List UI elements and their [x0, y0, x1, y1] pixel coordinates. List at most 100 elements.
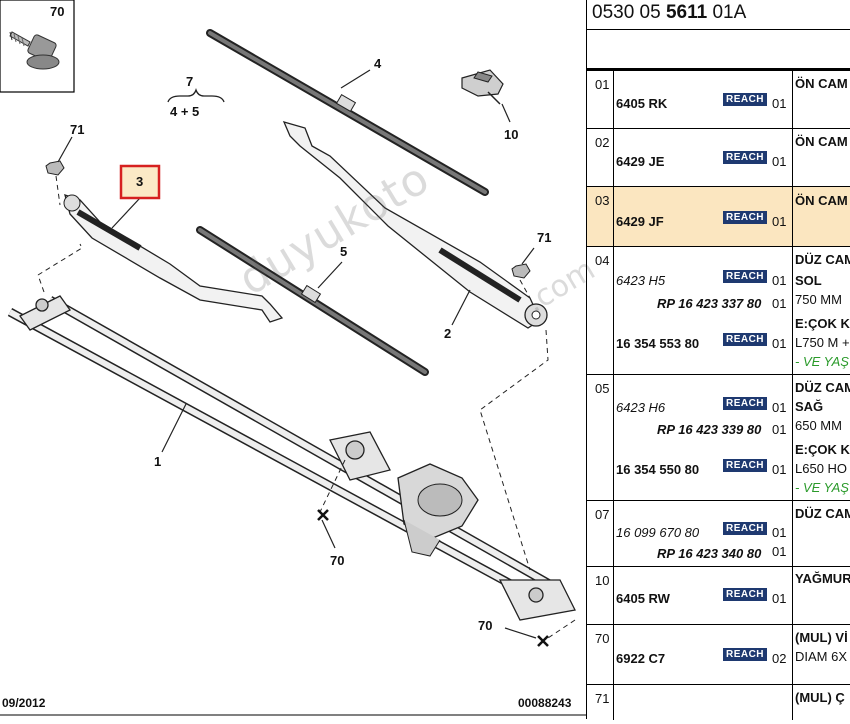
- label-71-left: 71: [70, 122, 85, 137]
- row-number: 70: [595, 631, 610, 646]
- description: DÜZ CAM: [795, 380, 850, 395]
- highlight-box: [119, 164, 161, 200]
- bolt-icon: [9, 31, 60, 70]
- quantity-b: 01: [772, 462, 787, 477]
- parts-row-05[interactable]: 05 6423 H6 REACH 01 RP 16 423 339 80 01 …: [587, 374, 850, 501]
- wiper-blade-4: [206, 29, 489, 196]
- parts-row-01[interactable]: 01 6405 RK REACH 01 ÖN CAM: [587, 70, 850, 129]
- description-length: 650 MM: [795, 418, 842, 433]
- description: (MUL) Vİ: [795, 630, 848, 645]
- quantity: 01: [772, 525, 787, 540]
- label-71-right: 71: [537, 230, 552, 245]
- wiper-linkage-1: [7, 295, 576, 621]
- reach-badge: REACH: [723, 211, 767, 224]
- reach-badge: REACH: [723, 270, 767, 283]
- marker-x-70-center: [317, 509, 329, 521]
- label-70-inset: 70: [50, 4, 65, 19]
- alt-quantity: 01: [772, 296, 787, 311]
- quantity: 01: [772, 154, 787, 169]
- label-2: 2: [444, 326, 452, 341]
- description: ÖN CAM: [795, 76, 848, 91]
- description: ÖN CAM: [795, 134, 848, 149]
- description: DÜZ CAM: [795, 506, 850, 521]
- part-reference-b: 16 354 550 80: [616, 462, 700, 477]
- reach-badge: REACH: [723, 588, 767, 601]
- reach-badge: REACH: [723, 459, 767, 472]
- description: (MUL) Ç: [795, 690, 845, 705]
- diagram-code: 00088243: [518, 696, 572, 710]
- quantity: 01: [772, 591, 787, 606]
- description-remark: - VE YAŞ: [795, 480, 849, 495]
- part-reference: 6429 JE: [616, 154, 665, 169]
- description-note: E:ÇOK K: [795, 442, 850, 457]
- part-reference: 16 099 670 80: [616, 525, 700, 540]
- description-side: SAĞ: [795, 399, 824, 414]
- parts-row-10[interactable]: 10 6405 RW REACH 01 YAĞMUR: [587, 566, 850, 625]
- alt-reference: RP 16 423 339 80: [657, 422, 762, 437]
- reach-badge: REACH: [723, 522, 767, 535]
- quantity: 01: [772, 400, 787, 415]
- parts-row-02[interactable]: 02 6429 JE REACH 01 ÖN CAM: [587, 128, 850, 187]
- marker-x-70-bottom: [537, 635, 549, 647]
- leader-dashed: [37, 175, 576, 641]
- label-7: 7: [186, 74, 194, 89]
- nut-71-right: [511, 263, 531, 279]
- quantity: 01: [772, 273, 787, 288]
- description-detail: L750 M +: [795, 335, 850, 350]
- alt-quantity: 01: [772, 422, 787, 437]
- wiper-arm-2: [282, 120, 548, 329]
- description: ÖN CAM: [795, 193, 848, 208]
- divider: [586, 29, 850, 30]
- parts-row-71[interactable]: 71 (MUL) Ç: [587, 684, 850, 720]
- reach-badge: REACH: [723, 333, 767, 346]
- quantity: 01: [772, 96, 787, 111]
- row-number: 07: [595, 507, 610, 522]
- label-70-bottom: 70: [478, 618, 493, 633]
- quantity: 01: [772, 214, 787, 229]
- part-reference-b: 16 354 553 80: [616, 336, 700, 351]
- label-5: 5: [340, 244, 348, 259]
- description-side: SOL: [795, 273, 822, 288]
- rain-sensor-10: [461, 69, 504, 105]
- row-number: 02: [595, 135, 610, 150]
- quantity-b: 01: [772, 336, 787, 351]
- reach-badge: REACH: [723, 151, 767, 164]
- divider: [586, 0, 587, 719]
- part-reference: 6405 RW: [616, 591, 670, 606]
- label-4: 4: [374, 56, 382, 71]
- description-detail: DIAM 6X: [795, 649, 848, 664]
- part-reference: 6405 RK: [616, 96, 668, 111]
- reach-badge: REACH: [723, 93, 767, 106]
- part-reference: 6423 H6: [616, 400, 666, 415]
- label-3: 3: [136, 174, 144, 189]
- description-length: 750 MM: [795, 292, 842, 307]
- alt-reference: RP 16 423 337 80: [657, 296, 762, 311]
- parts-row-07[interactable]: 07 16 099 670 80 REACH 01 RP 16 423 340 …: [587, 500, 850, 567]
- wiper-blade-5: [196, 226, 429, 376]
- parts-row-04[interactable]: 04 6423 H5 REACH 01 RP 16 423 337 80 01 …: [587, 246, 850, 375]
- alt-reference: RP 16 423 340 80: [657, 546, 762, 561]
- leader-solid: [57, 69, 537, 639]
- reach-badge: REACH: [723, 397, 767, 410]
- parts-row-70[interactable]: 70 6922 C7 REACH 02 (MUL) Vİ DIAM 6X: [587, 624, 850, 685]
- row-number: 71: [595, 691, 610, 706]
- parts-row-03-selected[interactable]: 03 6429 JF REACH 01 ÖN CAM: [587, 186, 850, 247]
- row-number: 03: [595, 193, 610, 208]
- reach-badge: REACH: [723, 648, 767, 661]
- label-1: 1: [154, 454, 162, 469]
- part-reference: 6423 H5: [616, 273, 666, 288]
- nut-71-left: [45, 160, 65, 176]
- part-reference: 6429 JF: [616, 214, 664, 229]
- diagram-date: 09/2012: [2, 696, 46, 710]
- label-4-plus-5: 4 + 5: [170, 104, 200, 119]
- alt-quantity: 01: [772, 544, 787, 559]
- description-remark: - VE YAŞ: [795, 354, 849, 369]
- quantity: 02: [772, 651, 787, 666]
- parts-diagram: 70 7 4 + 5 4 10 71 3 71 5 2 1 70 70 09/2…: [0, 0, 601, 716]
- row-number: 10: [595, 573, 610, 588]
- label-70-center: 70: [330, 553, 345, 568]
- wiper-arm-3: [63, 194, 284, 323]
- row-number: 05: [595, 381, 610, 396]
- reference-number: 0530 05 5611 01A: [592, 2, 747, 23]
- description: YAĞMUR: [795, 571, 850, 586]
